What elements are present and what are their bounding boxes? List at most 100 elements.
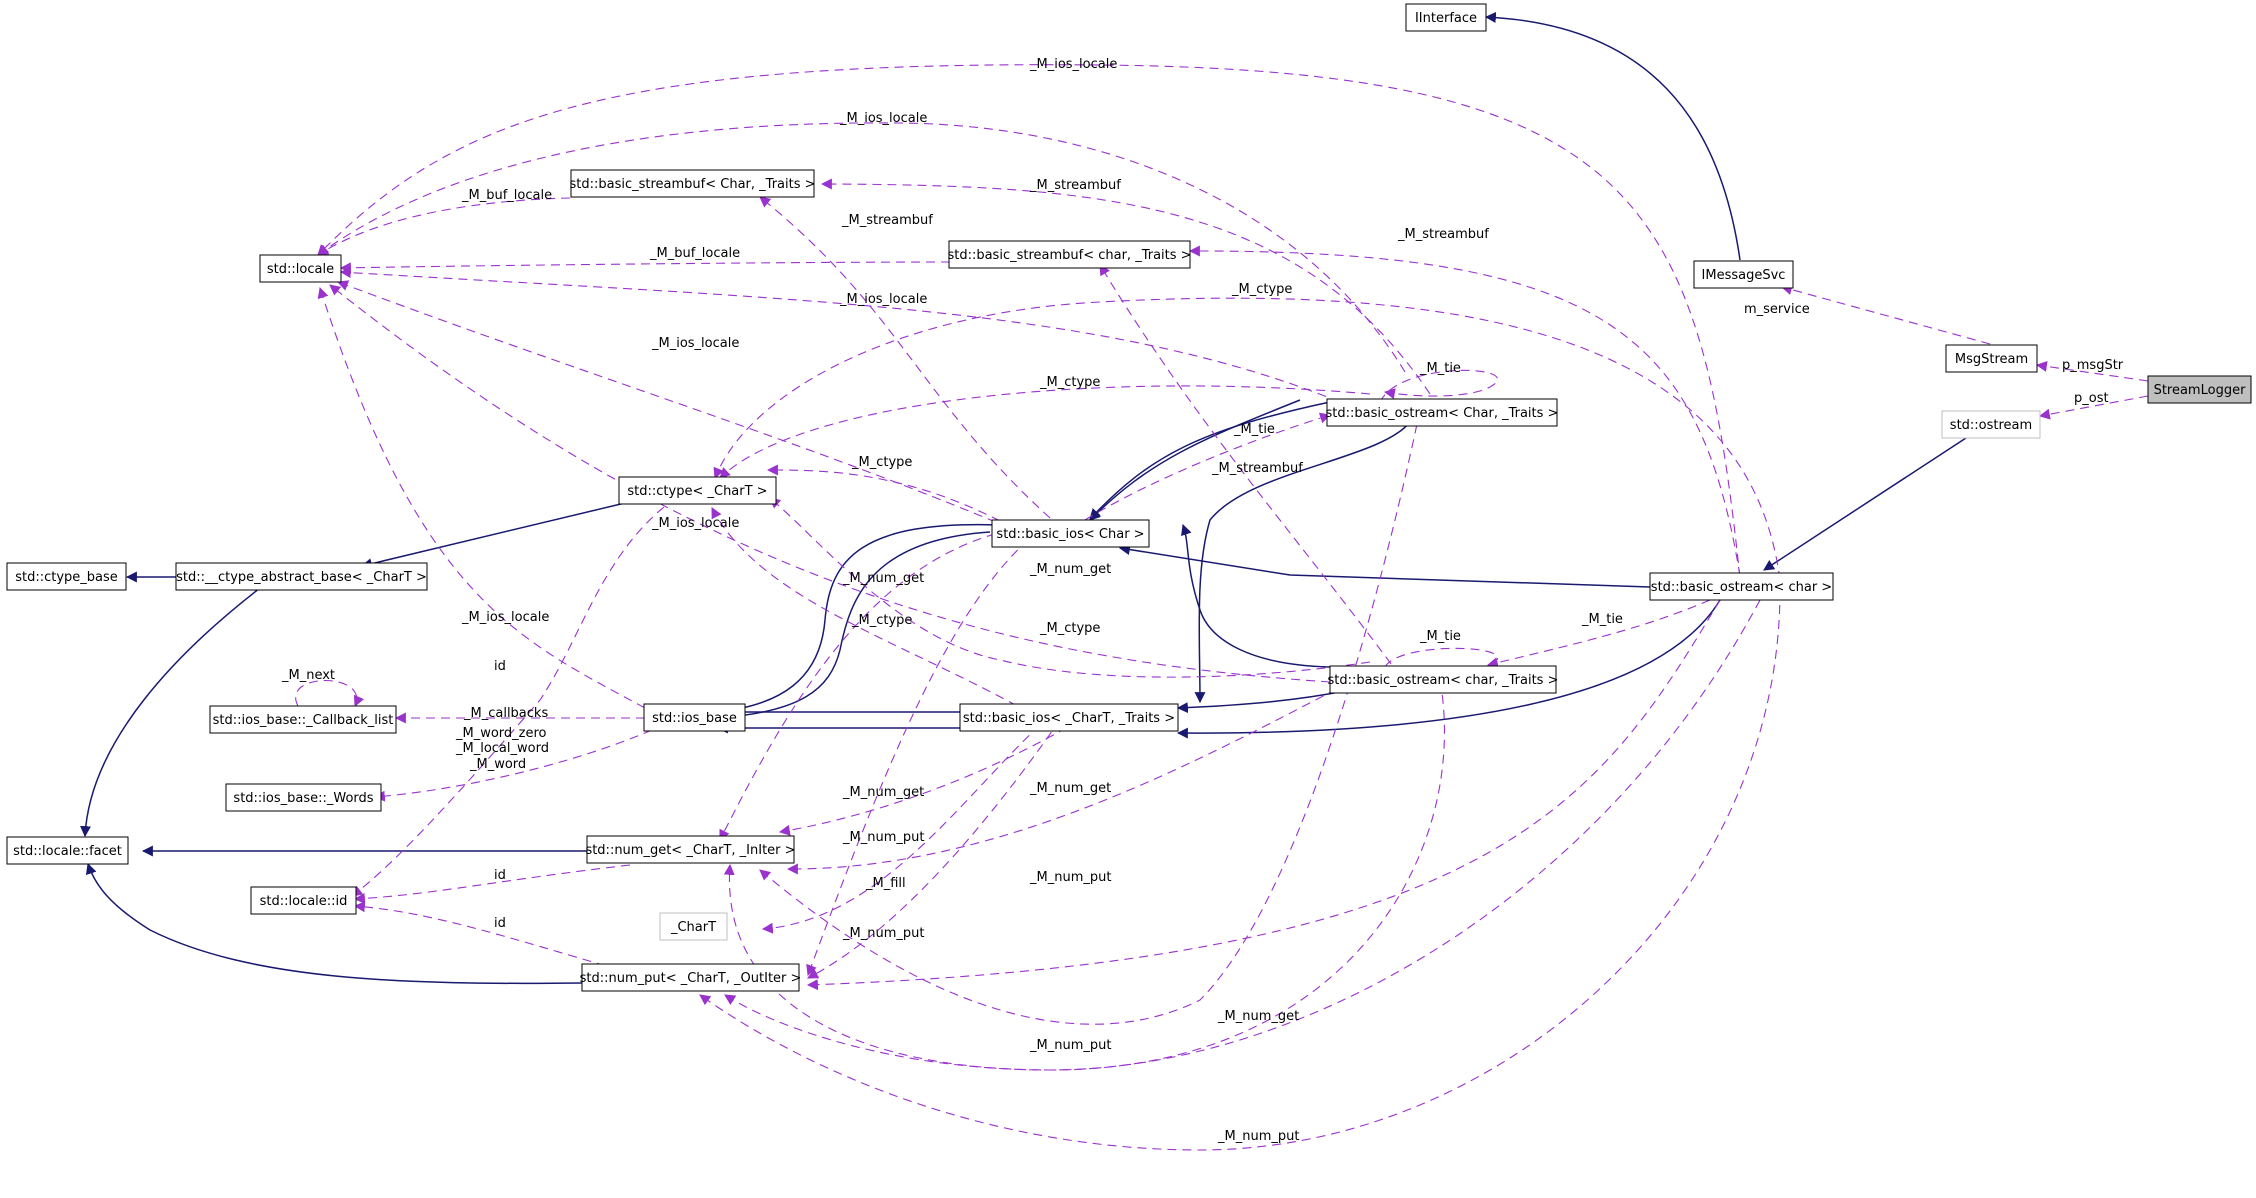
edge-ios-locale-top <box>317 64 1741 579</box>
edge-label: _M_ios_locale <box>1029 57 1117 72</box>
svg-text:std::num_get< _CharT, _InIter: std::num_get< _CharT, _InIter > <box>585 843 795 858</box>
edge-buf-locale-1 <box>317 197 571 256</box>
svg-text:IMessageSvc: IMessageSvc <box>1702 268 1786 283</box>
nodes: IInterface IMessageSvc MsgStream StreamL… <box>6 3 2252 992</box>
edge-label: _M_ios_locale <box>839 111 927 126</box>
node-ios-base[interactable]: std::ios_base <box>643 703 746 732</box>
edge-num-put-4 <box>724 679 1445 1071</box>
edge-std-ostream-basic-ostream-char <box>1763 437 1967 571</box>
svg-text:std::basic_ios< Char >: std::basic_ios< Char > <box>996 527 1144 542</box>
edge-ios-locale-3 <box>339 267 1341 403</box>
edge-ios-locale-2 <box>317 122 1406 373</box>
edge-label: _M_streambuf <box>1211 461 1303 476</box>
node-ctype-abstract-base[interactable]: std::__ctype_abstract_base< _CharT > <box>175 562 428 591</box>
edge-streambuf-2 <box>759 196 1051 519</box>
edge-ctype-abstract-base-locale-facet <box>80 587 261 838</box>
edge-fill <box>761 724 1041 934</box>
edge-ctype-2 <box>719 385 1371 479</box>
edge-ios-locale-5 <box>329 284 1331 683</box>
edge-label: _M_ctype <box>1231 282 1292 297</box>
node-basic-ios-chart-traits[interactable]: std::basic_ios< _CharT, _Traits > <box>959 703 1179 732</box>
svg-text:std::ios_base::_Callback_list: std::ios_base::_Callback_list <box>213 713 394 728</box>
node-basic-ostream-Char-Traits[interactable]: std::basic_ostream< Char, _Traits > <box>1326 398 1559 427</box>
edge-num-get-2 <box>778 719 1081 836</box>
svg-text:std::locale::facet: std::locale::facet <box>13 844 122 859</box>
svg-text:std::ios_base::_Words: std::ios_base::_Words <box>233 791 373 806</box>
svg-text:std::locale::id: std::locale::id <box>260 894 348 909</box>
edge-basic-ios-char-ios-base <box>716 523 1001 717</box>
edge-ios-locale-4 <box>336 280 1011 529</box>
node-imessagesvc[interactable]: IMessageSvc <box>1693 260 1794 289</box>
edge-basic-ostream-char-basic-ios-char <box>1118 544 1651 588</box>
svg-text:std::basic_ostream< Char, _Tra: std::basic_ostream< Char, _Traits > <box>1326 406 1559 421</box>
edge-label: _M_word_zero <box>455 726 547 741</box>
node-basic-ostream-char-Traits[interactable]: std::basic_ostream< char, _Traits > <box>1328 665 1559 694</box>
svg-text:StreamLogger: StreamLogger <box>2154 383 2247 398</box>
edge-label: _M_word <box>469 757 526 772</box>
node-basic-ostream-char[interactable]: std::basic_ostream< char > <box>1649 572 1834 601</box>
edge-basic-ostream-Char-Traits-basic-ios-char-b <box>1089 399 1301 521</box>
node-basic-streambuf-char-Traits[interactable]: std::basic_streambuf< char, _Traits > <box>947 240 1192 269</box>
edge-label: _M_ctype <box>851 455 912 470</box>
edge-label: _M_num_get <box>842 571 924 586</box>
svg-text:std::ios_base: std::ios_base <box>652 711 737 726</box>
edge-num-put-1 <box>806 529 1041 977</box>
node-num-get[interactable]: std::num_get< _CharT, _InIter > <box>585 835 796 864</box>
node-callback-list[interactable]: std::ios_base::_Callback_list <box>209 705 397 734</box>
node-num-put[interactable]: std::num_put< _CharT, _OutIter > <box>580 963 802 992</box>
edge-label: id <box>494 868 506 883</box>
node-locale-id[interactable]: std::locale::id <box>250 886 357 915</box>
node-msgstream[interactable]: MsgStream <box>1945 344 2038 373</box>
edge-imessagesvc-iinterface <box>1484 11 1741 261</box>
svg-text:std::locale: std::locale <box>267 262 334 277</box>
edge-num-put-locale-facet <box>85 862 583 985</box>
svg-text:std::ostream: std::ostream <box>1950 418 2032 433</box>
edge-label: id <box>494 659 506 674</box>
edge-label: m_service <box>1744 302 1810 317</box>
svg-text:std::num_put< _CharT, _OutIter: std::num_put< _CharT, _OutIter > <box>580 971 802 986</box>
edge-basic-ostream-Char-Traits-basic-ios-char <box>1089 401 1331 520</box>
node-ctype-base[interactable]: std::ctype_base <box>6 562 127 591</box>
edge-label: _M_num_get <box>1217 1009 1299 1024</box>
inheritance-edges <box>80 11 1967 985</box>
node-chart[interactable]: _CharT <box>659 912 728 941</box>
edge-basic-ostream-char-basic-ios-chart-traits <box>1176 599 1721 739</box>
edge-num-get-1 <box>719 529 1011 841</box>
edge-num-get-4 <box>786 681 1351 875</box>
svg-text:std::basic_streambuf< char, _T: std::basic_streambuf< char, _Traits > <box>947 248 1191 263</box>
edge-p-msgstr <box>2035 360 2149 382</box>
edge-label: _M_fill <box>865 876 906 891</box>
svg-text:std::__ctype_abstract_base< _C: std::__ctype_abstract_base< _CharT > <box>176 570 427 585</box>
node-basic-ios-char[interactable]: std::basic_ios< Char > <box>991 519 1150 548</box>
node-locale-facet[interactable]: std::locale::facet <box>6 836 129 865</box>
node-words[interactable]: std::ios_base::_Words <box>225 783 382 812</box>
node-iinterface[interactable]: IInterface <box>1405 3 1487 32</box>
node-locale[interactable]: std::locale <box>259 254 342 283</box>
edge-label: _M_ios_locale <box>461 610 549 625</box>
edge-streambuf-4 <box>1099 264 1401 677</box>
edge-ctype-ctype-abstract-base <box>360 502 626 570</box>
edge-label: _M_num_put <box>1029 870 1111 885</box>
node-streamlogger[interactable]: StreamLogger <box>2147 375 2252 404</box>
edge-tie-4 <box>1486 599 1711 668</box>
edge-label: _M_num_put <box>842 830 924 845</box>
svg-text:MsgStream: MsgStream <box>1955 352 2028 367</box>
edge-ctype-5 <box>769 497 1371 678</box>
svg-text:std::basic_ostream< char, _Tra: std::basic_ostream< char, _Traits > <box>1328 673 1559 688</box>
svg-text:std::basic_ostream< char >: std::basic_ostream< char > <box>1651 580 1832 595</box>
node-std-ostream[interactable]: std::ostream <box>1941 410 2041 439</box>
node-ctype-chart[interactable]: std::ctype< _CharT > <box>618 476 777 505</box>
svg-text:std::basic_ios< _CharT, _Trait: std::basic_ios< _CharT, _Traits > <box>963 711 1175 726</box>
edge-label: _M_local_word <box>455 741 549 756</box>
edge-tie-2 <box>1084 412 1332 521</box>
edge-label: p_ost <box>2074 391 2109 406</box>
node-basic-streambuf-Char-Traits[interactable]: std::basic_streambuf< Char, _Traits > <box>569 169 816 198</box>
edge-labels: _M_ios_locale _M_ios_locale _M_buf_local… <box>281 57 2124 1144</box>
edge-label: _M_num_get <box>1029 562 1111 577</box>
edge-label: _M_streambuf <box>1397 227 1489 242</box>
edge-ctype-1 <box>713 297 1781 581</box>
edge-label: p_msgStr <box>2062 358 2124 373</box>
edge-label: _M_ios_locale <box>651 336 739 351</box>
edge-m-next <box>295 680 365 708</box>
